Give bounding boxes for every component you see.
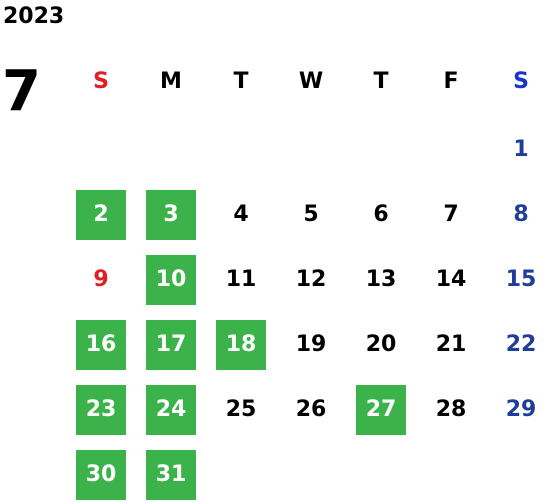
day-6[interactable]: 6 [373, 202, 389, 227]
day-1[interactable]: 1 [513, 137, 529, 162]
day-23[interactable]: 23 [76, 385, 126, 435]
day-9[interactable]: 9 [93, 267, 109, 292]
day-25[interactable]: 25 [225, 397, 257, 422]
day-20[interactable]: 20 [365, 332, 397, 357]
day-22[interactable]: 22 [505, 332, 537, 357]
day-31[interactable]: 31 [146, 450, 196, 500]
day-26[interactable]: 26 [295, 397, 327, 422]
day-8[interactable]: 8 [513, 202, 529, 227]
day-17[interactable]: 17 [146, 320, 196, 370]
day-15[interactable]: 15 [505, 267, 537, 292]
day-16[interactable]: 16 [76, 320, 126, 370]
day-2[interactable]: 2 [76, 190, 126, 240]
day-3[interactable]: 3 [146, 190, 196, 240]
weekday-sat: S [513, 69, 529, 94]
day-27[interactable]: 27 [356, 385, 406, 435]
weekday-fri: F [443, 69, 459, 94]
day-29[interactable]: 29 [505, 397, 537, 422]
weekday-thu: T [373, 69, 389, 94]
day-28[interactable]: 28 [435, 397, 467, 422]
month-label: 7 [2, 59, 41, 124]
day-30[interactable]: 30 [76, 450, 126, 500]
day-4[interactable]: 4 [233, 202, 249, 227]
weekday-wed: W [298, 69, 324, 94]
day-19[interactable]: 19 [295, 332, 327, 357]
year-label: 2023 [3, 4, 65, 29]
day-7[interactable]: 7 [443, 202, 459, 227]
weekday-tue: T [233, 69, 249, 94]
day-18[interactable]: 18 [216, 320, 266, 370]
day-21[interactable]: 21 [435, 332, 467, 357]
weekday-mon: M [160, 69, 182, 94]
day-5[interactable]: 5 [303, 202, 319, 227]
day-24[interactable]: 24 [146, 385, 196, 435]
day-14[interactable]: 14 [435, 267, 467, 292]
weekday-sun: S [93, 69, 109, 94]
day-11[interactable]: 11 [225, 267, 257, 292]
day-13[interactable]: 13 [365, 267, 397, 292]
day-12[interactable]: 12 [295, 267, 327, 292]
day-10[interactable]: 10 [146, 255, 196, 305]
